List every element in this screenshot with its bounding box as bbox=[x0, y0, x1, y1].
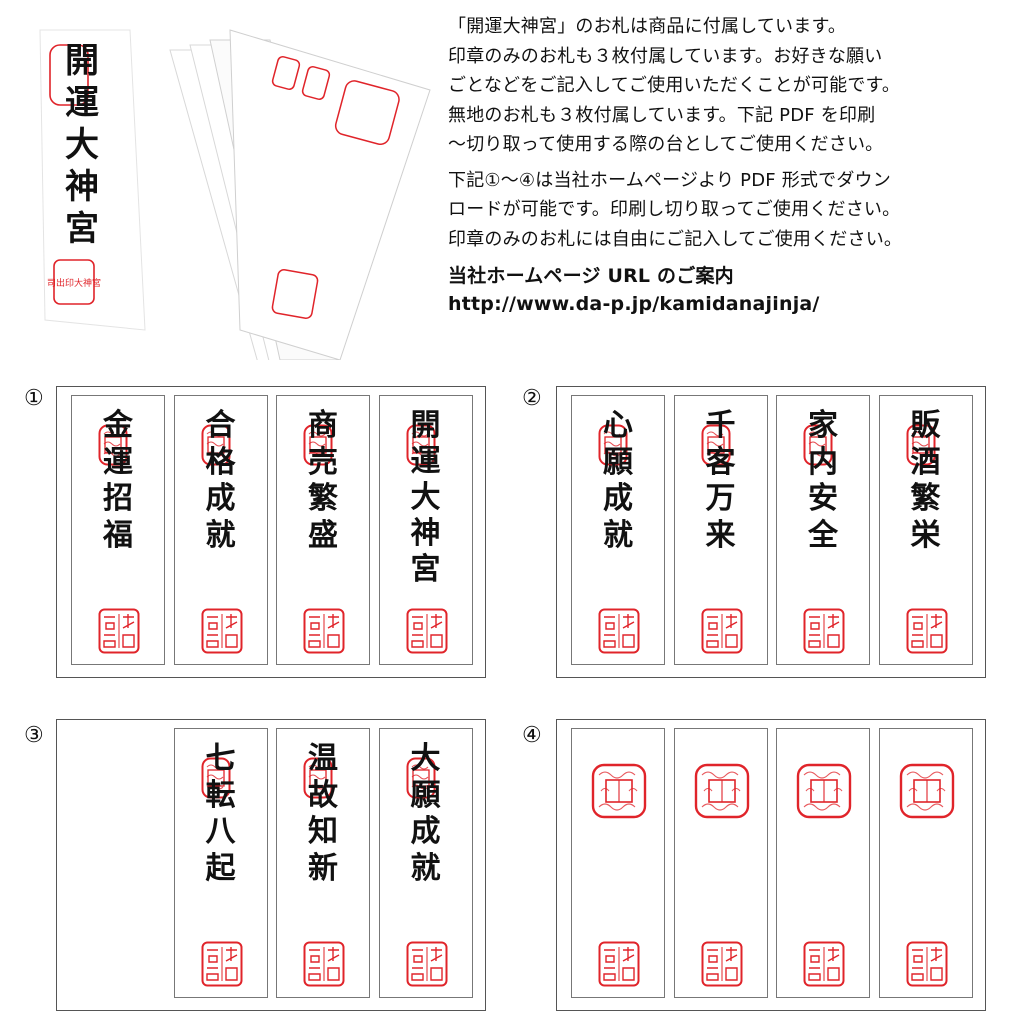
ofuda-card bbox=[776, 728, 870, 998]
sheet-label: ② bbox=[522, 386, 542, 411]
ofuda-card: 心願成就 bbox=[571, 395, 665, 665]
ofuda-sheet: 心願成就 千客万来 家内安全 販酒繁栄 bbox=[556, 386, 986, 678]
ofuda-text: 家内安全 bbox=[808, 408, 838, 553]
ofuda-sheet: 金運招福 合格成就 商売繁盛 開運大神宮 bbox=[56, 386, 486, 678]
intro-line: ロードが可能です。印刷し切り取ってご使用ください。 bbox=[448, 199, 901, 220]
intro-text: 「開運大神宮」のお札は商品に付属しています。印章のみのお札も３枚付属しています。… bbox=[448, 12, 1018, 318]
ofuda-text: 合格成就 bbox=[205, 408, 236, 553]
ofuda-card: 温故知新 bbox=[276, 728, 370, 998]
photo-seal-text: 司出印大神宮 bbox=[47, 277, 101, 289]
ofuda-sheet bbox=[556, 719, 986, 1011]
shrine-seal-icon bbox=[201, 757, 231, 799]
sheet-label: ④ bbox=[522, 723, 542, 748]
ofuda-text: 商売繁盛 bbox=[308, 408, 338, 553]
daijingu-seal-icon bbox=[803, 608, 845, 654]
shrine-seal-icon bbox=[694, 763, 750, 819]
ofuda-text: 心願成就 bbox=[603, 408, 633, 553]
sheet-label: ① bbox=[24, 386, 44, 411]
url-heading: 当社ホームページ URL のご案内 bbox=[448, 265, 734, 287]
ofuda-card: 商売繁盛 bbox=[276, 395, 370, 665]
ofuda-card: 合格成就 bbox=[173, 395, 268, 665]
daijingu-seal-icon bbox=[906, 608, 948, 654]
ofuda-text: 七転八起 bbox=[205, 741, 236, 886]
ofuda-card bbox=[571, 728, 665, 998]
ofuda-card: 千客万来 bbox=[673, 395, 768, 665]
shrine-seal-icon bbox=[803, 424, 833, 466]
ofuda-photo-illustration: 開運大神宮 司出印大神宮 bbox=[39, 29, 431, 360]
daijingu-seal-icon bbox=[598, 941, 640, 987]
shrine-seal-icon bbox=[98, 424, 128, 466]
intro-line: ごとなどをご記入してご使用いただくことが可能です。 bbox=[448, 75, 901, 96]
ofuda-text: 金運招福 bbox=[103, 408, 133, 553]
intro-line: 「開運大神宮」のお札は商品に付属しています。 bbox=[448, 16, 847, 37]
shrine-seal-icon bbox=[406, 757, 436, 799]
daijingu-seal-icon bbox=[701, 608, 743, 654]
shrine-seal-icon bbox=[906, 424, 936, 466]
ofuda-card bbox=[878, 728, 973, 998]
ofuda-text: 販酒繁栄 bbox=[910, 408, 941, 553]
daijingu-seal-icon bbox=[803, 941, 845, 987]
ofuda-text: 温故知新 bbox=[308, 741, 338, 886]
daijingu-seal-icon bbox=[406, 608, 448, 654]
ofuda-card: 金運招福 bbox=[71, 395, 165, 665]
shrine-seal-icon bbox=[303, 424, 333, 466]
ofuda-card bbox=[673, 728, 768, 998]
ofuda-card: 販酒繁栄 bbox=[878, 395, 973, 665]
shrine-seal-icon bbox=[303, 757, 333, 799]
ofuda-card: 開運大神宮 bbox=[378, 395, 473, 665]
intro-line: 印章のみのお札には自由にご記入してご使用ください。 bbox=[448, 228, 903, 250]
daijingu-seal-icon bbox=[303, 941, 345, 987]
daijingu-seal-icon bbox=[98, 608, 140, 654]
daijingu-seal-icon bbox=[201, 941, 243, 987]
daijingu-seal-icon bbox=[201, 608, 243, 654]
ofuda-text: 千客万来 bbox=[705, 408, 736, 553]
ofuda-card: 大願成就 bbox=[378, 728, 473, 998]
sheet-label: ③ bbox=[24, 723, 44, 748]
intro-line: 下記①〜④は当社ホームページより PDF 形式でダウン bbox=[448, 169, 891, 191]
intro-line: 〜切り取って使用する際の台としてご使用ください。 bbox=[448, 134, 884, 155]
product-photo: 開運大神宮 司出印大神宮 bbox=[20, 10, 440, 360]
intro-line: 印章のみのお札も３枚付属しています。お好きな願い bbox=[448, 45, 883, 67]
intro-paragraph-2: 下記①〜④は当社ホームページより PDF 形式でダウンロードが可能です。印刷し切… bbox=[448, 166, 1018, 255]
ofuda-text: 開運大神宮 bbox=[410, 408, 441, 587]
ofuda-card: 七転八起 bbox=[173, 728, 268, 998]
intro-paragraph-1: 「開運大神宮」のお札は商品に付属しています。印章のみのお札も３枚付属しています。… bbox=[448, 12, 1018, 160]
shrine-seal-icon bbox=[796, 763, 852, 819]
shrine-seal-icon bbox=[598, 424, 628, 466]
daijingu-seal-icon bbox=[598, 608, 640, 654]
shrine-seal-icon bbox=[899, 763, 955, 819]
homepage-url[interactable]: http://www.da-p.jp/kamidanajinja/ bbox=[448, 293, 820, 315]
daijingu-seal-icon bbox=[303, 608, 345, 654]
shrine-seal-icon bbox=[406, 424, 436, 466]
shrine-seal-icon bbox=[701, 424, 731, 466]
ofuda-card: 家内安全 bbox=[776, 395, 870, 665]
shrine-seal-icon bbox=[201, 424, 231, 466]
intro-line: 無地のお札も３枚付属しています。下記 PDF を印刷 bbox=[448, 104, 876, 126]
ofuda-sheet: 七転八起 温故知新 大願成就 bbox=[56, 719, 486, 1011]
daijingu-seal-icon bbox=[406, 941, 448, 987]
ofuda-text: 大願成就 bbox=[410, 741, 441, 886]
photo-front-text: 開運大神宮 bbox=[65, 41, 99, 249]
shrine-seal-icon bbox=[591, 763, 647, 819]
daijingu-seal-icon bbox=[906, 941, 948, 987]
daijingu-seal-icon bbox=[701, 941, 743, 987]
